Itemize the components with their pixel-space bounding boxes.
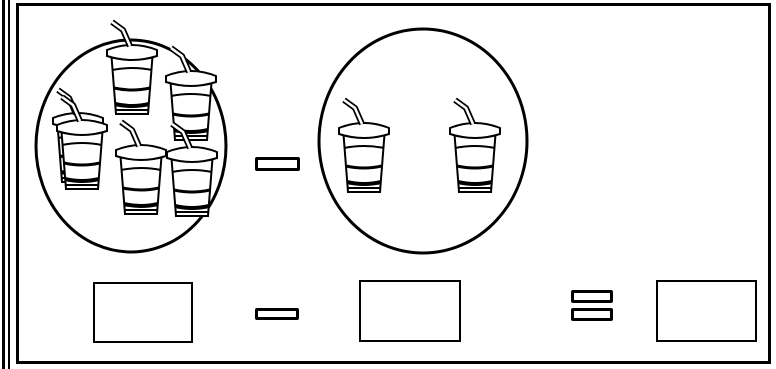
equals-sign-top [571, 290, 613, 303]
answer-box-2[interactable] [359, 280, 461, 342]
cup-icon [107, 22, 157, 114]
minus-sign-equation [255, 308, 299, 320]
equals-sign-bottom [571, 308, 613, 321]
minus-sign-picture [255, 157, 300, 171]
answer-box-1[interactable] [93, 282, 193, 343]
answer-box-3[interactable] [656, 280, 757, 342]
